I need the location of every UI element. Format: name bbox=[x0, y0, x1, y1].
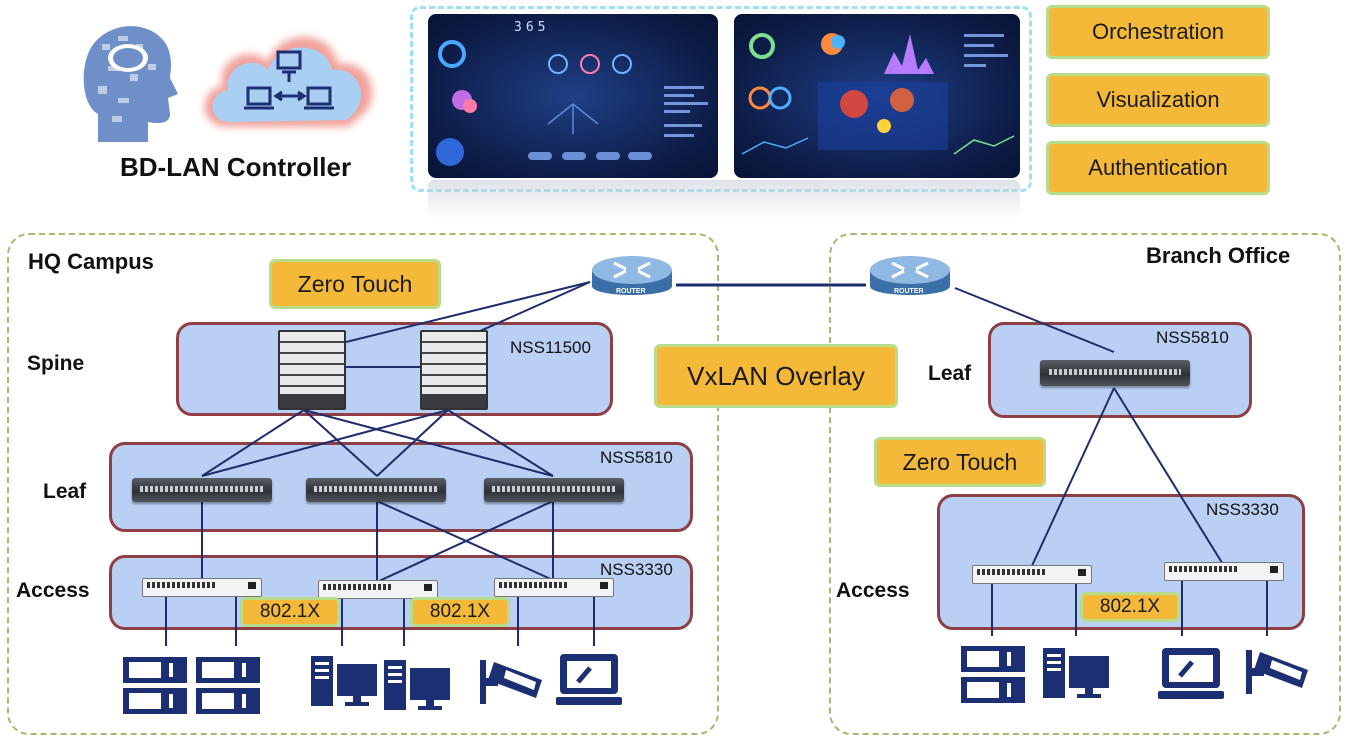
router-label: ROUTER bbox=[616, 288, 646, 295]
hq-spine-tier bbox=[176, 322, 613, 416]
hq-router[interactable]: ROUTER bbox=[588, 252, 676, 304]
router-label: ROUTER bbox=[894, 288, 924, 295]
hq-campus-zone bbox=[7, 233, 719, 735]
leaf-switch-1[interactable] bbox=[132, 478, 272, 502]
branch-router[interactable]: ROUTER bbox=[866, 252, 954, 304]
router-icon bbox=[592, 256, 672, 295]
security-camera-icon bbox=[1246, 650, 1308, 694]
dashboard-counter: 365 bbox=[514, 20, 550, 35]
router-icon bbox=[870, 256, 950, 295]
desktop-pc-icon bbox=[384, 660, 450, 710]
dashboard-screen-heatmap[interactable] bbox=[734, 14, 1020, 178]
hq-auth-badge-1: 802.1X bbox=[240, 597, 340, 627]
hq-leaf-model: NSS5810 bbox=[600, 448, 673, 467]
desktop-pc-icon bbox=[311, 656, 377, 706]
orchestration-label: Orchestration bbox=[1091, 19, 1225, 44]
branch-zero-touch-badge: Zero Touch bbox=[874, 437, 1046, 487]
hq-campus-title: HQ Campus bbox=[28, 249, 154, 274]
branch-office-zone bbox=[829, 233, 1341, 735]
brain-head-icon bbox=[78, 14, 178, 144]
server-icon bbox=[196, 657, 260, 714]
vxlan-overlay-label: VxLAN Overlay bbox=[687, 360, 865, 391]
branch-leaf-model: NSS5810 bbox=[1156, 328, 1229, 347]
access-switch-2[interactable] bbox=[318, 580, 438, 599]
cloud-network-icon bbox=[196, 22, 382, 140]
branch-access-label: Access bbox=[836, 579, 910, 602]
spine-switch-2[interactable] bbox=[420, 330, 488, 410]
hq-auth-label-1: 802.1X bbox=[259, 601, 321, 622]
hq-leaf-label: Leaf bbox=[43, 480, 87, 503]
desktop-pc-icon bbox=[1043, 648, 1109, 698]
security-camera-icon bbox=[480, 660, 542, 704]
server-icon bbox=[961, 646, 1025, 703]
hq-zero-touch-label: Zero Touch bbox=[297, 270, 413, 297]
hq-auth-badge-2: 802.1X bbox=[410, 597, 510, 627]
spine-model: NSS11500 bbox=[510, 338, 591, 357]
branch-access-switch-2[interactable] bbox=[1164, 562, 1284, 581]
leaf-switch-2[interactable] bbox=[306, 478, 446, 502]
spine-label: Spine bbox=[27, 352, 85, 375]
hq-zero-touch-badge: Zero Touch bbox=[269, 259, 441, 309]
access-switch-3[interactable] bbox=[494, 578, 614, 597]
authentication-label: Authentication bbox=[1088, 155, 1228, 180]
laptop-icon bbox=[556, 654, 622, 705]
access-switch-1[interactable] bbox=[142, 578, 262, 597]
branch-leaf-switch[interactable] bbox=[1040, 360, 1190, 386]
visualization-label: Visualization bbox=[1096, 87, 1220, 112]
branch-auth-badge: 802.1X bbox=[1080, 592, 1180, 622]
leaf-switch-3[interactable] bbox=[484, 478, 624, 502]
authentication-badge: Authentication bbox=[1046, 141, 1270, 195]
branch-auth-label: 802.1X bbox=[1099, 596, 1161, 617]
visualization-badge: Visualization bbox=[1046, 73, 1270, 127]
dashboard-screen-topology[interactable]: 365 bbox=[428, 14, 718, 178]
branch-leaf-label: Leaf bbox=[928, 362, 972, 385]
spine-switch-1[interactable] bbox=[278, 330, 346, 410]
branch-zero-touch-label: Zero Touch bbox=[902, 448, 1018, 475]
hq-access-label: Access bbox=[16, 579, 90, 602]
laptop-icon bbox=[1158, 648, 1224, 699]
branch-access-switch-1[interactable] bbox=[972, 565, 1092, 584]
orchestration-badge: Orchestration bbox=[1046, 5, 1270, 59]
server-icon bbox=[123, 657, 187, 714]
hq-auth-label-2: 802.1X bbox=[429, 601, 491, 622]
branch-access-model: NSS3330 bbox=[1206, 500, 1279, 519]
vxlan-overlay-badge: VxLAN Overlay bbox=[654, 344, 898, 408]
branch-office-title: Branch Office bbox=[1146, 243, 1291, 268]
dashboard-reflection bbox=[428, 180, 1020, 220]
controller-label: BD-LAN Controller bbox=[120, 152, 352, 182]
hq-access-model: NSS3330 bbox=[600, 560, 673, 579]
